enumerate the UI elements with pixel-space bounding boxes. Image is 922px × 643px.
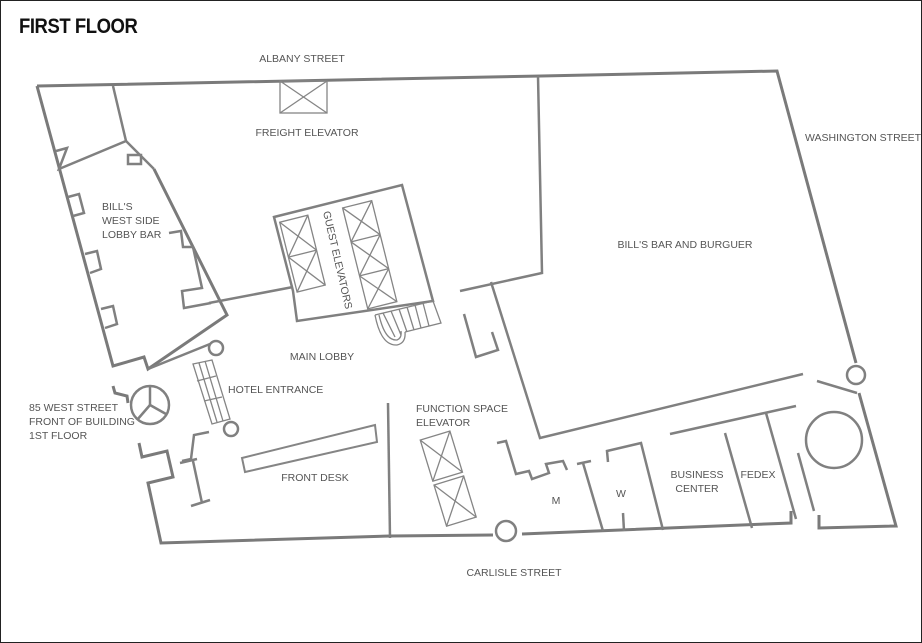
east-wall-cap [816,379,858,395]
freight-elevator-icon [279,80,328,114]
lobby-alcove [462,313,500,359]
room-label-freight-elevator: FREIGHT ELEVATOR [255,127,358,139]
west-niche-1 [67,192,86,218]
west-niche-2 [84,249,103,275]
room-label-west-bar-3: LOBBY BAR [102,229,162,241]
room-label-function-elevator-2: ELEVATOR [416,417,471,429]
restroom-divider-cap [576,459,592,466]
street-label-west-2: FRONT OF BUILDING [29,416,135,428]
east-wall [817,392,898,530]
east-door-pillar [845,364,867,386]
room-label-guest-elevators: GUEST ELEVATORS [320,210,354,310]
room-label-business-center-1: BUSINESS [670,469,723,481]
bar-west-wall [459,75,544,293]
front-desk-counter [240,423,379,474]
womens-restroom-wall [605,441,665,531]
south-wall-east [521,511,793,536]
west-bar-counter [168,229,212,310]
room-label-west-bar-1: BILL'S [102,201,133,213]
room-label-main-lobby: MAIN LOBBY [290,351,354,363]
function-elevator-icon [419,430,478,527]
hotel-entrance-doors-icon [192,359,231,425]
entrance-post [191,460,204,504]
room-label-function-elevator-1: FUNCTION SPACE [416,403,508,415]
west-niche-3 [100,304,119,330]
street-label-albany: ALBANY STREET [259,53,345,65]
street-label-west-3: 1ST FLOOR [29,430,88,442]
revolving-door-icon [129,384,171,426]
lobby-pillar-north [207,339,225,357]
guest-elevator-core [272,183,435,323]
west-bar-column [126,153,143,166]
fedex-east-wall [764,412,798,520]
business-fedex-divider [723,432,754,529]
guest-elevator-left-icon [278,214,327,293]
business-center-north-wall [669,404,797,436]
room-label-bar-burger: BILL'S BAR AND BURGUER [617,239,752,251]
entrance-jamb-north [111,385,130,404]
lobby-divider [208,285,294,305]
lounge-west-wall [796,452,816,512]
lobby-pillar-south [222,420,240,438]
room-label-hotel-entrance: HOTEL ENTRANCE [228,384,323,396]
stairs-icon [374,300,442,346]
west-wall [35,85,229,372]
street-label-washington: WASHINGTON STREET [805,132,922,144]
entrance-jamb-south [181,430,210,463]
room-label-business-center-2: CENTER [675,483,719,495]
room-label-fedex: FEDEX [740,469,775,481]
west-bar-upper [55,85,128,172]
bar-south-wall [489,281,804,440]
mens-restroom-wall [496,439,569,481]
north-wall [36,69,858,364]
restroom-divider [581,462,605,532]
page-title: FIRST FLOOR [19,15,138,38]
guest-elevator-right-icon [341,199,398,310]
street-label-carlisle: CARLISLE STREET [466,567,562,579]
south-door-pillar [494,519,518,543]
south-wall-west [389,533,494,538]
room-label-mens-restroom: M [552,495,561,507]
room-label-front-desk: FRONT DESK [281,472,348,484]
street-label-west-1: 85 WEST STREET [29,402,119,414]
southwest-wall [137,442,391,545]
entrance-north-wall [147,342,211,371]
room-label-west-bar-2: WEST SIDE [102,215,160,227]
lobby-east-wall [386,402,392,539]
round-lounge-table [804,410,864,470]
room-label-womens-restroom: W [616,488,626,500]
